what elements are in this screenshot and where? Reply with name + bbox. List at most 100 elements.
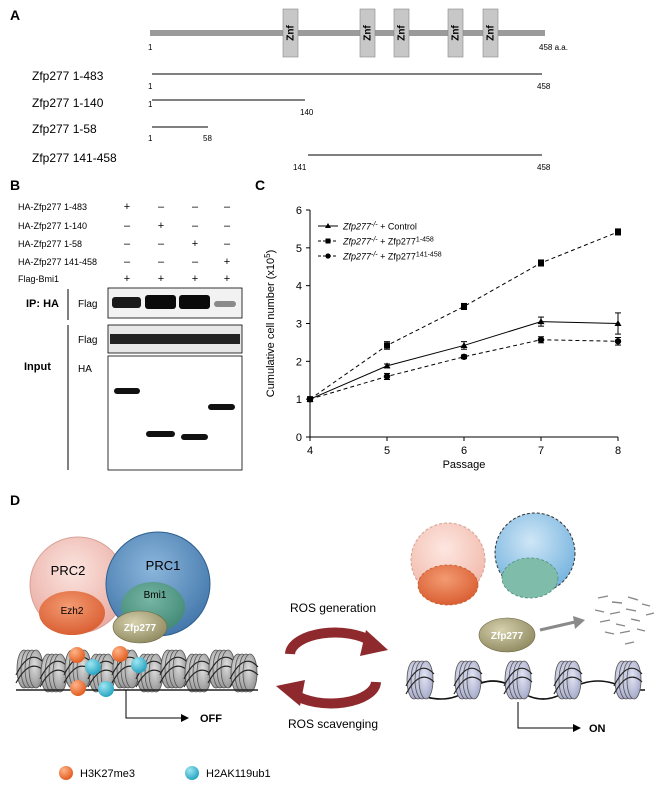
h2ak119ub1-mark — [85, 659, 101, 675]
y-tick-label: 5 — [296, 243, 302, 255]
panel-a-label: A — [10, 7, 20, 23]
construct-end: 458 — [537, 163, 551, 172]
data-point — [383, 373, 391, 380]
construct-141-458: Zfp277 141-458 141 458 — [32, 151, 551, 172]
construct-name: Zfp277 141-458 — [32, 151, 117, 165]
ip-band — [112, 297, 141, 308]
construct-name: Zfp277 1-483 — [32, 69, 104, 83]
construct-end: 140 — [300, 108, 314, 117]
protein-fragment — [604, 631, 615, 635]
construct-end: 58 — [203, 134, 212, 143]
construct-start: 1 — [148, 100, 153, 109]
construct-1-483: Zfp277 1-483 1 458 — [32, 69, 551, 91]
transfection-mark: + — [124, 201, 130, 213]
construct-start: 141 — [293, 163, 307, 172]
transfection-row-label: HA-Zfp277 141-458 — [18, 257, 97, 267]
ha-band — [181, 434, 208, 440]
ezh2-dissociated — [417, 564, 479, 606]
nucleosome — [15, 649, 45, 689]
ip-band — [145, 295, 176, 309]
blot-flag-input-label: Flag — [78, 335, 97, 346]
transfection-mark: – — [224, 220, 231, 232]
panel-b-label: B — [10, 177, 20, 193]
ros-cycle: ROS generation ROS scavenging — [276, 601, 388, 731]
znf-domains: Znf Znf Znf Znf Znf — [282, 8, 499, 58]
legend-marker — [325, 238, 331, 244]
ha-band — [114, 388, 140, 394]
protein-fragment — [594, 609, 605, 613]
data-point — [614, 338, 622, 345]
nucleosome — [183, 653, 213, 693]
legend-h3k27me3-swatch — [59, 766, 73, 780]
construct-start: 1 — [148, 82, 153, 91]
x-tick-label: 8 — [615, 445, 621, 457]
bmi1-dissociated — [501, 557, 559, 599]
transfection-mark: – — [124, 256, 131, 268]
transfection-mark: + — [158, 220, 164, 232]
panel-d-legend: H3K27me3 H2AK119ub1 — [59, 766, 271, 780]
transfection-row-label: HA-Zfp277 1-483 — [18, 202, 87, 212]
znf-label: Znf — [451, 25, 462, 41]
transfection-row-label: Flag-Bmi1 — [18, 274, 59, 284]
h2ak119ub1-mark — [98, 681, 114, 697]
nucleosome — [159, 649, 189, 689]
zfp277-protein — [112, 610, 168, 644]
legend-h3k27me3-label: H3K27me3 — [80, 768, 135, 780]
ip-label: IP: HA — [26, 298, 59, 310]
repressed-state-diagram: PRC2 PRC1 Ezh2 Bmi1 Zfp277 OFF — [15, 531, 259, 725]
transfection-mark: – — [192, 201, 199, 213]
panel-c-label: C — [255, 177, 265, 193]
legend-entry: Zfp277-/- + Zfp2771-458 — [318, 236, 434, 247]
transfection-table: HA-Zfp277 1-483 + – – – HA-Zfp277 1-140 – + – – HA… — [18, 201, 231, 285]
znf-label: Znf — [286, 25, 297, 41]
data-point — [460, 341, 468, 348]
znf-label: Znf — [363, 25, 374, 41]
construct-1-58: Zfp277 1-58 1 58 — [32, 122, 212, 143]
transfection-mark: – — [158, 256, 165, 268]
data-point — [537, 336, 545, 343]
protein-fragment — [597, 595, 609, 599]
transfection-mark: – — [192, 220, 199, 232]
transfection-mark: + — [158, 273, 164, 285]
construct-1-140: Zfp277 1-140 1 140 — [32, 96, 314, 117]
protein-fragment — [645, 612, 655, 616]
data-point — [615, 228, 621, 235]
znf-label: Znf — [397, 25, 408, 41]
y-tick-label: 6 — [296, 205, 302, 217]
transfection-mark: – — [224, 201, 231, 213]
full-end-label: 458 a.a. — [539, 43, 568, 52]
ros-scavenging-label: ROS scavenging — [288, 717, 378, 731]
legend-entry: Zfp277-/- + Zfp277141-458 — [318, 251, 442, 262]
data-point — [537, 318, 545, 325]
protein-fragment — [627, 596, 639, 601]
full-length-protein-bar — [150, 30, 545, 36]
znf-box: Znf — [359, 8, 376, 58]
transfection-row-label: HA-Zfp277 1-140 — [18, 221, 87, 231]
ros-arrowhead-bottom — [276, 680, 305, 706]
ip-flag-bands — [112, 295, 236, 309]
data-point — [614, 320, 622, 326]
input-ha-blot — [107, 355, 243, 471]
ezh2-subunit — [39, 591, 105, 635]
ha-band — [208, 404, 235, 410]
x-tick-label: 4 — [307, 445, 313, 457]
legend-label: Zfp277-/- + Control — [342, 221, 417, 232]
transfection-mark: – — [124, 238, 131, 250]
y-tick-label: 3 — [296, 319, 302, 331]
protein-fragment — [624, 641, 635, 645]
zfp277-left-label: Zfp277 — [124, 623, 157, 634]
y-axis-label: Cumulative cell number (x105) — [263, 250, 278, 398]
blot-flag-ip-label: Flag — [78, 299, 97, 310]
series-line — [309, 231, 619, 400]
protein-fragment — [609, 611, 621, 615]
transfection-mark: – — [158, 201, 165, 213]
y-tick-label: 1 — [296, 394, 302, 406]
nucleosome — [613, 660, 643, 700]
transfection-mark: + — [124, 273, 130, 285]
bmi1-label: Bmi1 — [144, 590, 167, 601]
zfp277-released — [478, 617, 536, 653]
ha-band — [146, 431, 175, 437]
transfection-mark: – — [124, 220, 131, 232]
